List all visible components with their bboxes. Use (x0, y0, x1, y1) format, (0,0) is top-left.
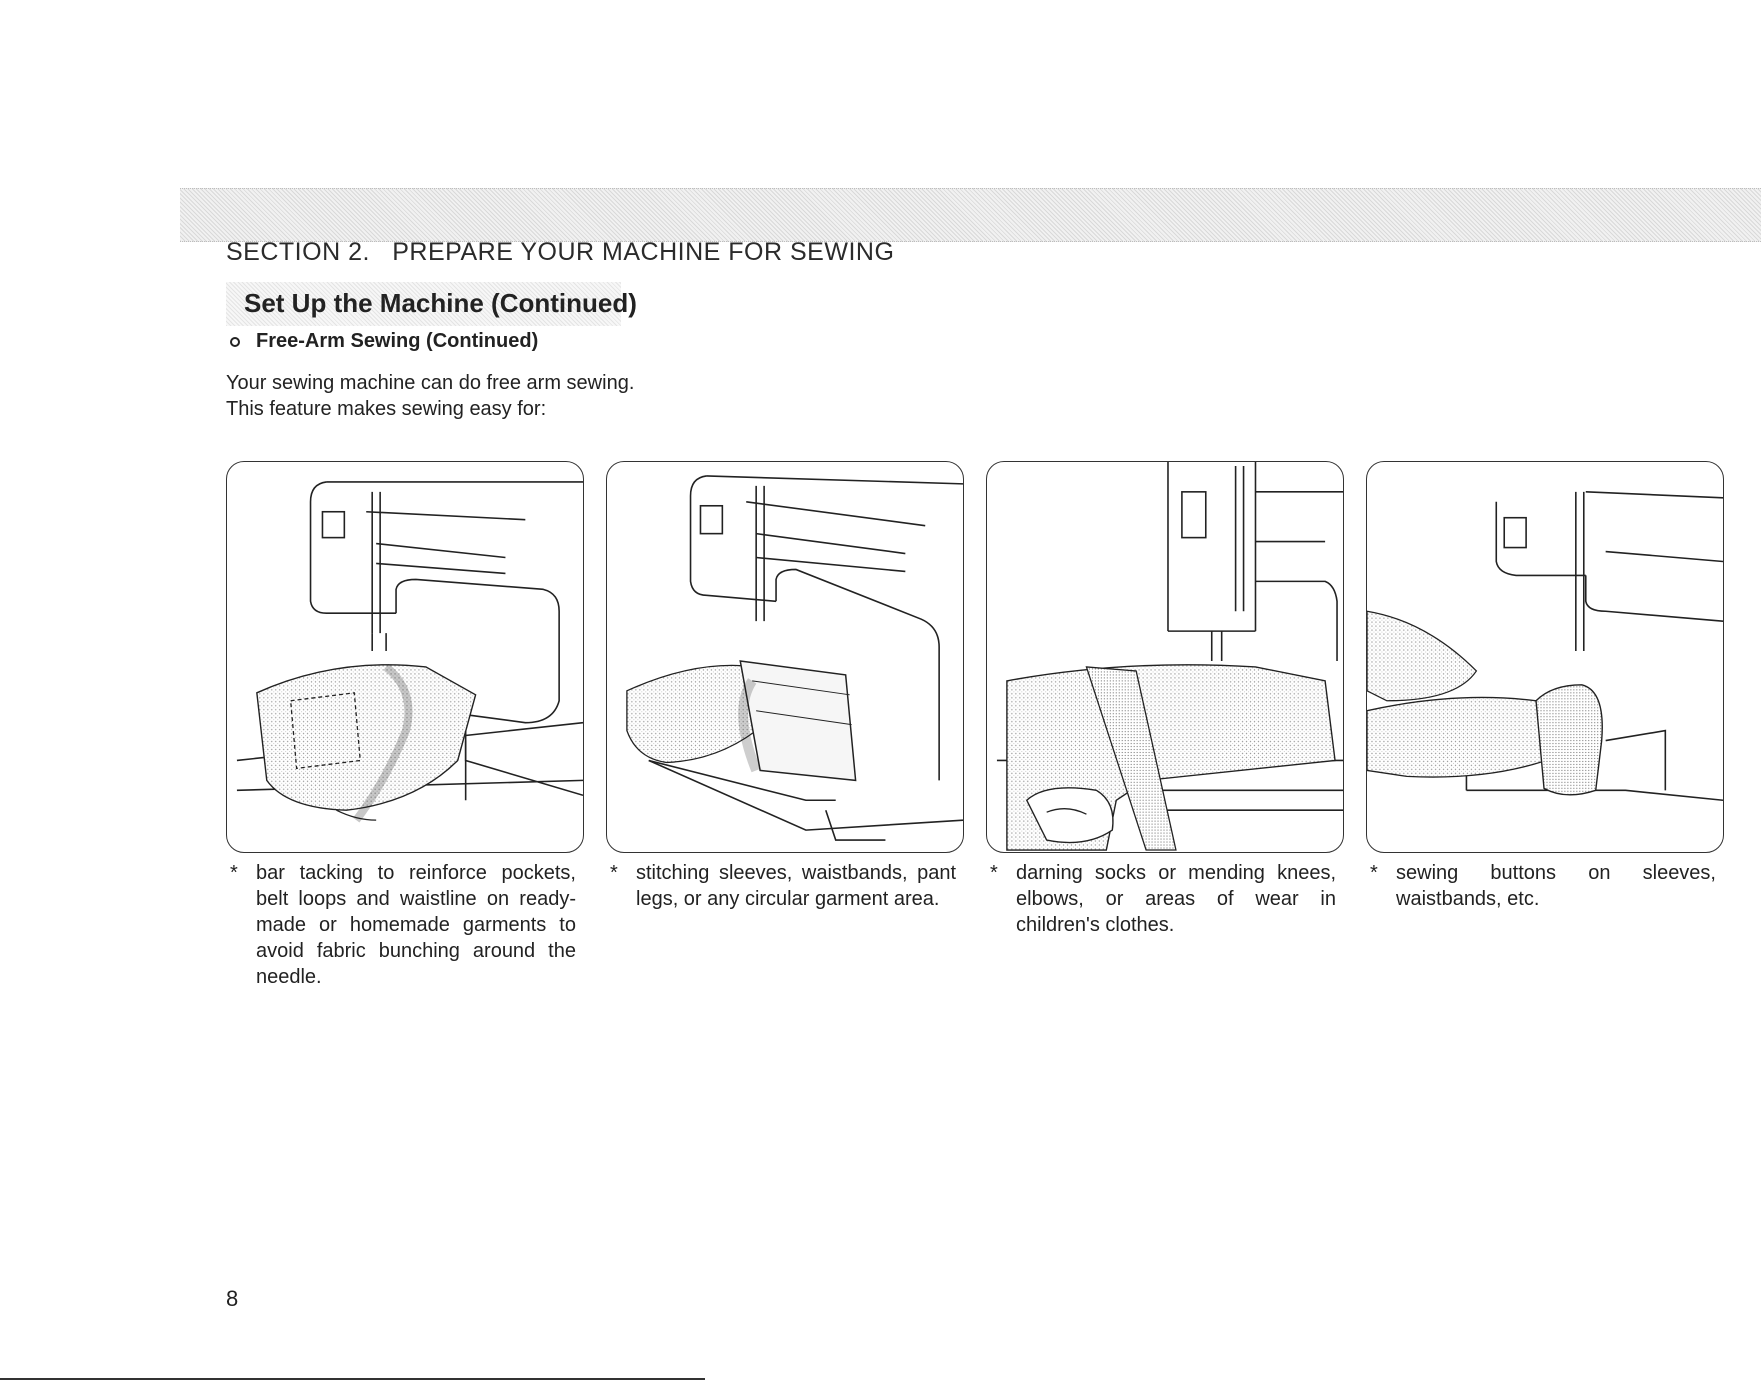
caption-text-4: sewing buttons on sleeves, waistbands, e… (1396, 862, 1716, 910)
intro-text: Your sewing machine can do free arm sewi… (226, 370, 634, 422)
caption-bar-tacking: * bar tacking to reinforce pockets, belt… (230, 860, 576, 990)
section-title: SECTION 2. PREPARE YOUR MACHINE FOR SEWI… (226, 238, 895, 266)
illustration-stitching-sleeves (606, 461, 964, 853)
caption-text-3: darning socks or mending knees, elbows, … (1016, 862, 1336, 936)
caption-text-1: bar tacking to reinforce pockets, belt l… (256, 862, 576, 988)
caption-text-2: stitching sleeves, waistbands, pant legs… (636, 862, 956, 910)
caption-darning-socks: * darning socks or mending knees, elbows… (990, 860, 1336, 938)
illustration-bar-tacking (226, 461, 584, 853)
bullet-star-1: * (230, 862, 238, 884)
intro-line-1: Your sewing machine can do free arm sewi… (226, 372, 635, 394)
bullet-star-4: * (1370, 862, 1378, 884)
illustration-sewing-buttons (1366, 461, 1724, 853)
illustration-darning-socks (986, 461, 1344, 853)
page-number: 8 (226, 1286, 239, 1311)
bottom-rule (0, 1378, 705, 1380)
caption-stitching-sleeves: * stitching sleeves, waistbands, pant le… (610, 860, 956, 912)
topic-title: Free-Arm Sewing (Continued) (256, 330, 539, 352)
subsection-header-band (226, 282, 621, 326)
intro-line-2: This feature makes sewing easy for: (226, 398, 547, 420)
caption-sewing-buttons: * sewing buttons on sleeves, waistbands,… (1370, 860, 1716, 912)
bullet-star-2: * (610, 862, 618, 884)
bullet-icon (230, 337, 240, 347)
bullet-star-3: * (990, 862, 998, 884)
section-header-band (180, 188, 1761, 242)
subsection-title: Set Up the Machine (Continued) (244, 288, 637, 318)
